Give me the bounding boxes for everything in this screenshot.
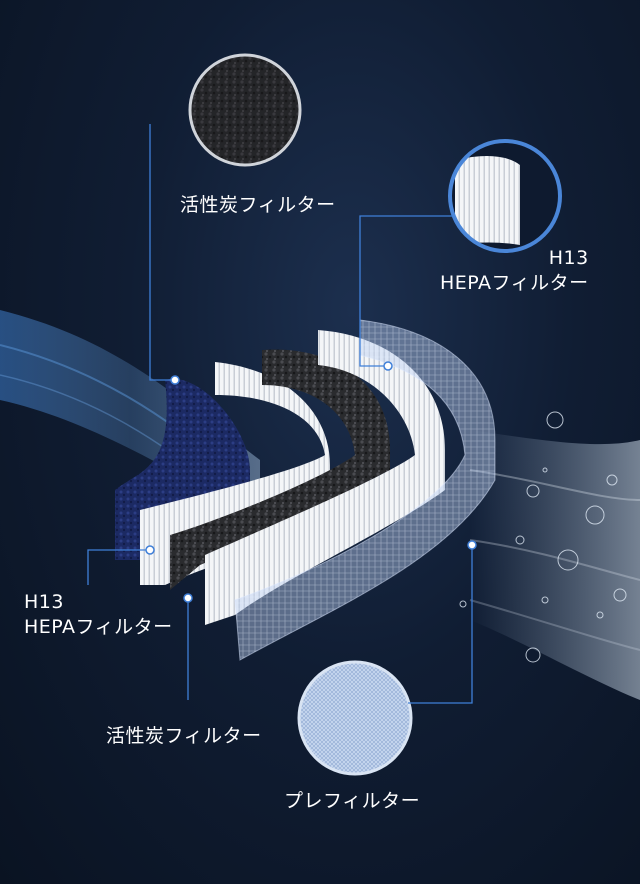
prefilter-label: プレフィルター <box>284 789 420 814</box>
prefilter-name: プレフィルター <box>284 790 421 812</box>
hepa-filter-name: HEPAフィルター <box>440 271 589 294</box>
hepa-zoom-circle <box>448 139 562 253</box>
carbon-filter-name: 活性炭フィルター <box>106 725 262 747</box>
leader-dots <box>145 361 477 603</box>
hepa-layer-2 <box>205 330 445 625</box>
hepa-grade: H13 <box>548 247 589 269</box>
leader-lines <box>87 124 473 704</box>
hepa-filter-label-top: H13 HEPAフィルター <box>440 246 589 295</box>
mesh-prefilter-sheet <box>234 319 496 661</box>
prefilter-zoom-circle <box>297 660 413 776</box>
carbon-filter-label-top: 活性炭フィルター <box>180 193 336 218</box>
carbon-filter-name: 活性炭フィルター <box>180 194 336 216</box>
carbon-layer <box>170 349 390 590</box>
hepa-filter-name: HEPAフィルター <box>24 615 173 638</box>
hepa-filter-label-left: H13 HEPAフィルター <box>24 590 173 639</box>
carbon-filter-label-bottom: 活性炭フィルター <box>106 724 262 749</box>
hepa-grade: H13 <box>24 591 64 613</box>
water-bubbles <box>459 411 627 663</box>
carbon-zoom-circle <box>188 53 302 167</box>
